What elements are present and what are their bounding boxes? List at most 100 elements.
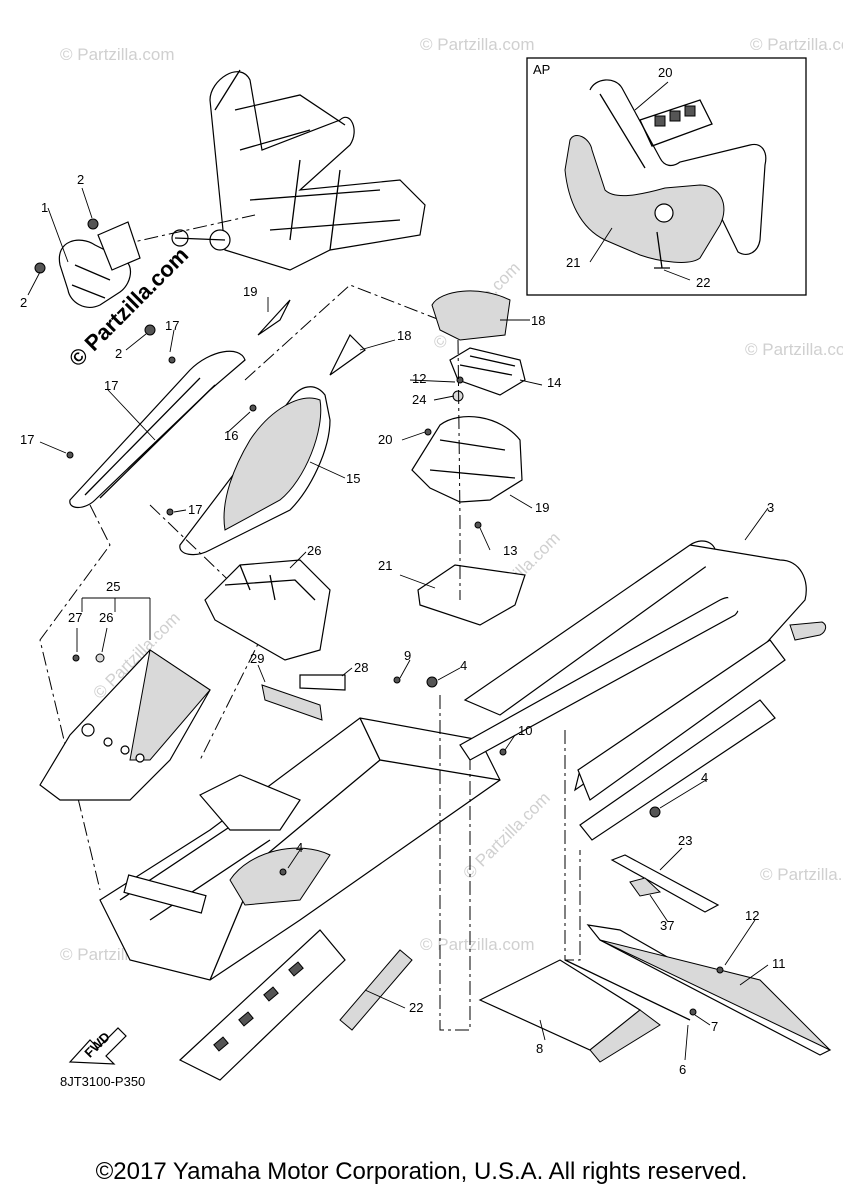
- assembly-line: [244, 284, 441, 381]
- tunnel-edges: [119, 717, 501, 981]
- bumper-30-slot: [684, 105, 696, 117]
- callout-2: 2: [115, 346, 122, 361]
- bolt-4: [649, 806, 661, 818]
- callout-24: 25: [106, 579, 120, 594]
- callout-20: 20: [378, 432, 392, 447]
- callout-29: 19: [243, 284, 257, 299]
- plate-24-hole: [135, 753, 145, 763]
- plate-24-hole: [120, 745, 130, 755]
- screw-12: [716, 966, 724, 974]
- callout-17: 17: [188, 502, 202, 517]
- callout-18: 13: [503, 543, 517, 558]
- box-27-body: [204, 559, 331, 661]
- storage-box-27: 26: [204, 543, 331, 661]
- rear-flap-assembly: 8 6 7 12 11: [478, 908, 832, 1077]
- callout-6: 6: [679, 1062, 686, 1077]
- side-panels: 17 17 17 16 17 15: [20, 284, 441, 891]
- callout-8: 8: [536, 1041, 543, 1056]
- callout-4: 4: [701, 770, 708, 785]
- drawing-code: 8JT3100-P350: [60, 1074, 145, 1089]
- group-bracket-24: [81, 597, 151, 640]
- decal-leaders: [649, 847, 683, 923]
- callout-5: 4: [296, 840, 303, 855]
- callout-14: 15: [346, 471, 360, 486]
- bumper-1-tube: [71, 264, 111, 299]
- fwd-arrow-icon: [68, 1027, 127, 1065]
- callout-3: 3: [767, 500, 774, 515]
- bracket-13-detail: [459, 355, 516, 376]
- parts-diagram: © Partzilla.com © Partzilla.com © Partzi…: [20, 35, 843, 1089]
- decal-28: [329, 333, 366, 376]
- pad-35: [299, 674, 346, 691]
- rail-holes: [213, 961, 304, 1052]
- rivet-7: [689, 1008, 697, 1016]
- panel-leaders: [39, 329, 346, 513]
- plate-24-side: [129, 649, 211, 761]
- tunnel-plate: [123, 874, 207, 914]
- fwd-arrow: FWD: [68, 1027, 127, 1065]
- bolt-2: [144, 324, 156, 336]
- callout-33: 23: [678, 833, 692, 848]
- decals: 19 18: [243, 284, 411, 376]
- box-27-leader: [289, 551, 307, 569]
- rear-components: 18 14 12 24 20 19 13 21: [378, 290, 561, 626]
- callout-13: 14: [547, 375, 561, 390]
- bumper-leaders: [27, 187, 147, 351]
- holder-19-detail: [429, 439, 516, 479]
- guard-31-hole: [654, 203, 674, 223]
- rear-leaders: [399, 319, 543, 589]
- callout-4: 4: [460, 658, 467, 673]
- strip-6: [564, 959, 691, 1021]
- assembly-line: [119, 214, 256, 246]
- copyright-footer: ©2017 Yamaha Motor Corporation, U.S.A. A…: [95, 1158, 748, 1185]
- frame-tubes: [214, 69, 401, 251]
- flap-8-edge: [589, 1009, 661, 1063]
- frame-body: [209, 71, 426, 271]
- screw-17: [66, 451, 74, 459]
- assembly-line: [149, 504, 271, 761]
- assembly-line: [39, 504, 111, 891]
- watermark: © Partzilla.com: [420, 935, 535, 954]
- decal-leaders: [267, 297, 396, 351]
- callout-31: 21: [566, 255, 580, 270]
- callout-11: 11: [772, 956, 786, 971]
- strip-22-leader: [364, 989, 406, 1009]
- callout-17: 16: [224, 428, 238, 443]
- plate-36: [261, 684, 323, 721]
- callout-32: 22: [696, 275, 710, 290]
- bumper-30-plate: [599, 93, 713, 169]
- skid-leaders: [76, 627, 108, 653]
- mudflap-11-side: [599, 939, 831, 1051]
- strip-22: 22: [339, 949, 423, 1031]
- plate-24-hole: [81, 723, 95, 737]
- callout-17: 17: [165, 318, 179, 333]
- bumper-1-plate: [97, 221, 141, 271]
- callout-10: 10: [518, 723, 532, 738]
- assembly-line: [564, 730, 581, 961]
- frame-axle: [174, 237, 226, 241]
- decal-33: [610, 854, 720, 913]
- screw-26: [72, 654, 80, 662]
- callout-27: 26: [307, 543, 321, 558]
- callout-1: 1: [41, 200, 48, 215]
- screw-20: [424, 428, 432, 436]
- callout-30: 20: [658, 65, 672, 80]
- rivet-5: [279, 868, 287, 876]
- callout-36: 29: [250, 651, 264, 666]
- callout-28: 18: [397, 328, 411, 343]
- bolt-32: [654, 231, 670, 269]
- bolt-2: [87, 218, 99, 230]
- watermark: © Partzilla.com: [750, 35, 843, 54]
- watermark: © Partzilla.com: [760, 865, 843, 884]
- nut-18: [456, 376, 464, 384]
- screw-17: [249, 404, 257, 412]
- rear-frame-3-bottom: [579, 699, 776, 841]
- bracket-13: [449, 347, 526, 396]
- side-cover-14-panel: [223, 397, 322, 531]
- callout-17: 17: [20, 432, 34, 447]
- callout-2: 2: [77, 172, 84, 187]
- callout-21: 21: [378, 558, 392, 573]
- inset-leaders: [589, 81, 691, 281]
- callout-15: 17: [104, 378, 118, 393]
- decals-rear: 23 37: [610, 833, 720, 933]
